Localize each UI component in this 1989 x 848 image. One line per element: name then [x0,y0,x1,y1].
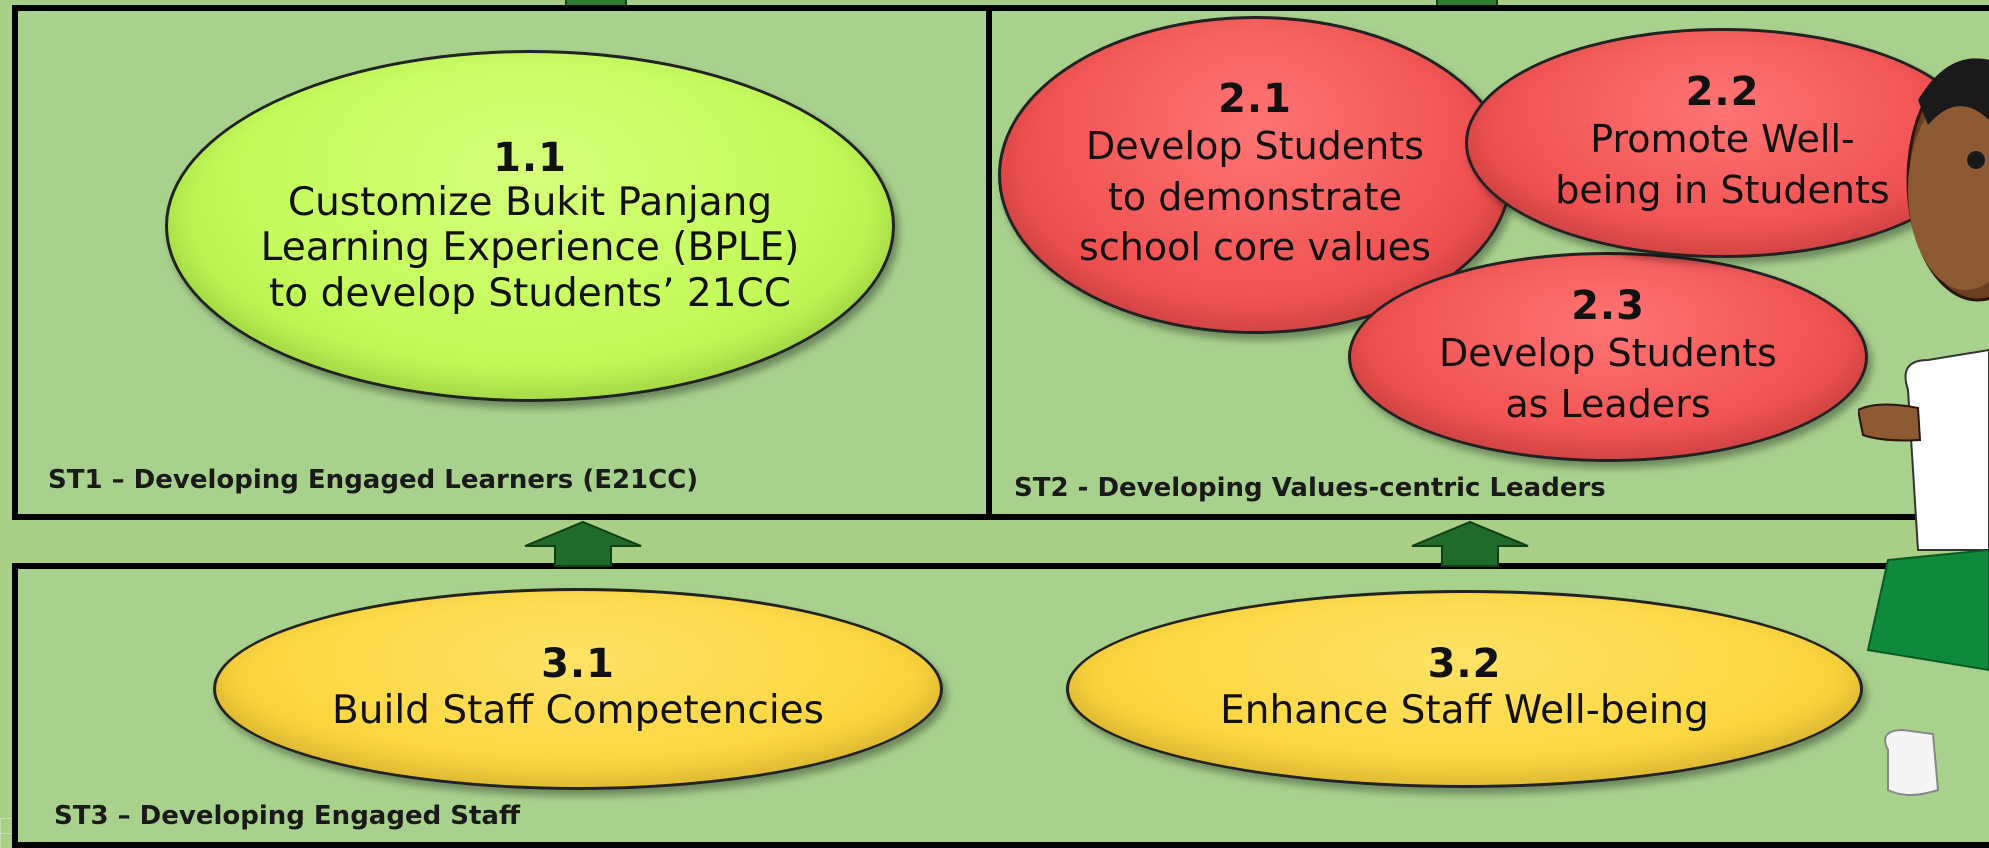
goal-number: 2.3 [1571,283,1645,330]
goal-number: 3.1 [541,640,615,687]
goal-2-3: 2.3 Develop Students as Leaders [1348,252,1868,462]
st2-label: ST2 - Developing Values-centric Leaders [1014,473,1606,503]
st1-label: ST1 – Developing Engaged Learners (E21CC… [48,465,699,495]
goal-text: Promote Well-being in Students [1555,117,1890,212]
goal-number: 3.2 [1427,640,1502,687]
goal-2-1: 2.1 Develop Students to demonstrate scho… [998,16,1512,334]
goal-number: 1.1 [493,134,567,181]
goal-text: Build Staff Competencies [332,687,824,733]
goal-number: 2.1 [1218,76,1292,123]
goal-number: 2.2 [1685,69,1760,116]
goal-3-2: 3.2 Enhance Staff Well-being [1066,590,1863,788]
goal-text: Develop Students to demonstrate school c… [1079,124,1431,270]
student-character-illustration [1858,58,1989,796]
goal-3-1: 3.1 Build Staff Competencies [213,588,943,790]
goal-1-1: 1.1 Customize Bukit Panjang Learning Exp… [165,50,895,402]
goal-text: Enhance Staff Well-being [1220,687,1709,733]
up-arrow-icon [1411,520,1529,567]
goal-text: Customize Bukit Panjang Learning Experie… [260,179,800,316]
goal-text: Develop Students as Leaders [1439,331,1777,426]
st3-label: ST3 – Developing Engaged Staff [54,801,521,831]
up-arrow-icon [524,520,642,567]
